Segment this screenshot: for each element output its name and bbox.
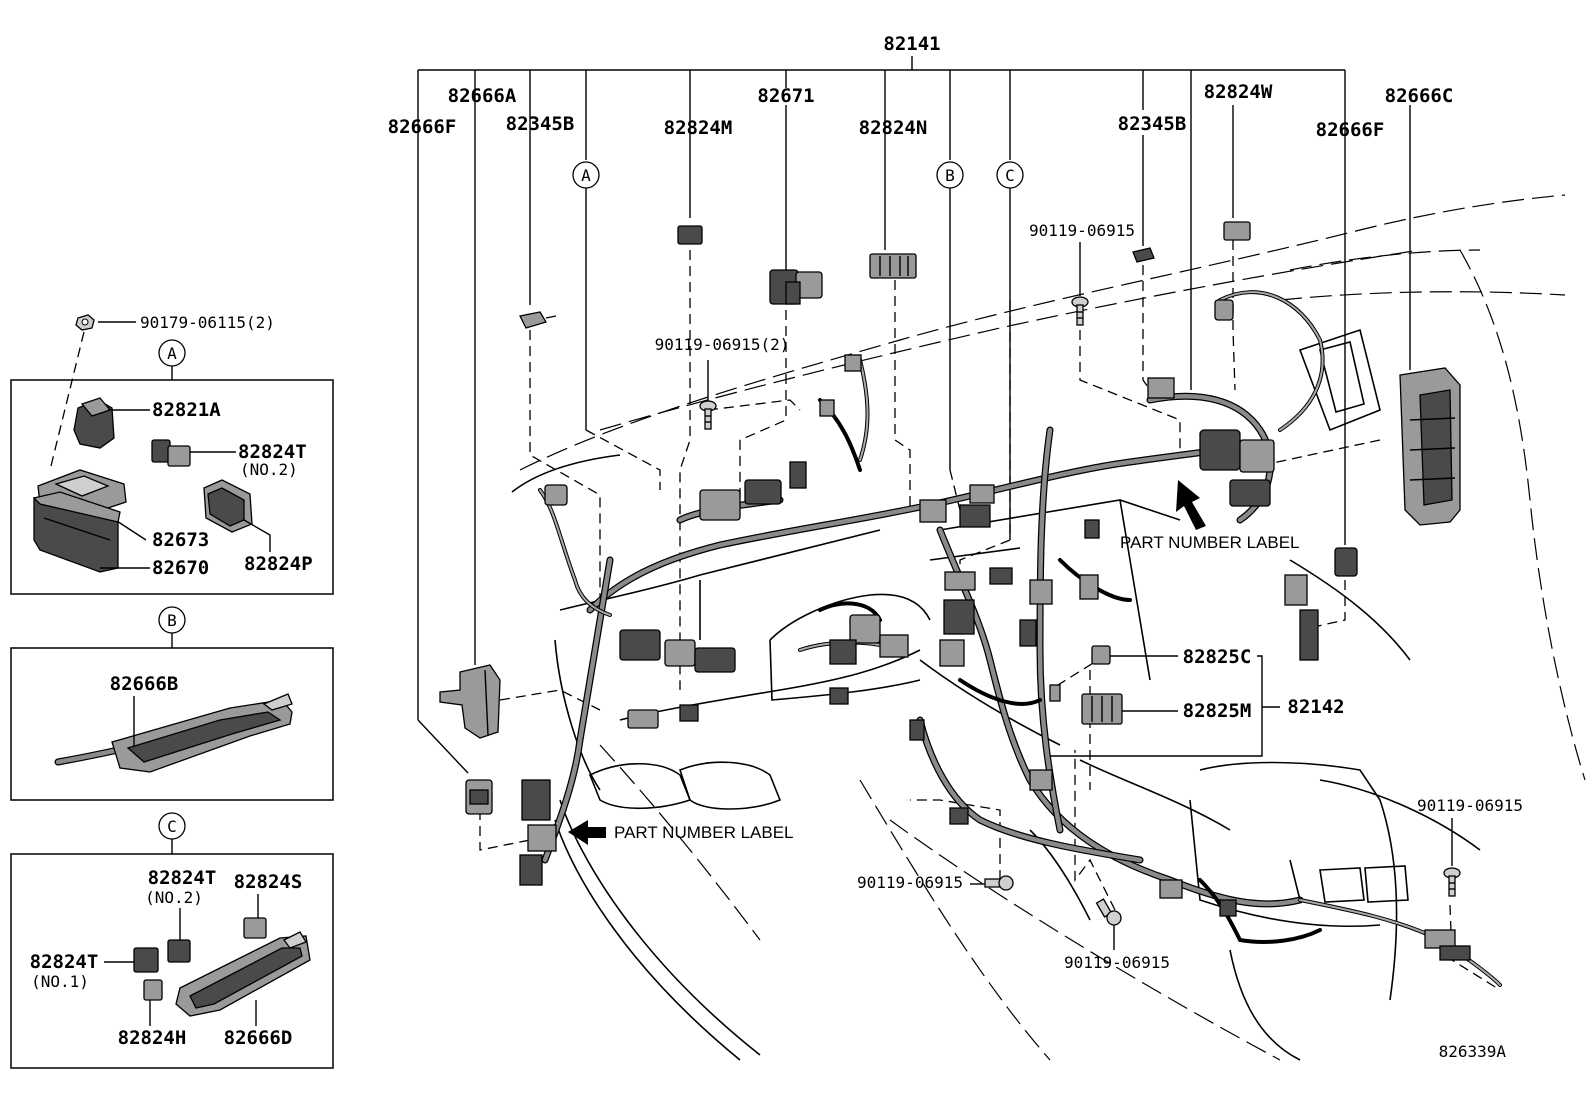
bolt-icon-bottom: [1095, 898, 1122, 950]
svg-text:B: B: [167, 611, 177, 630]
part-82825C: [1091, 645, 1111, 665]
bolt-icon-top: [1071, 296, 1089, 326]
label-82824T-no1: 82824T: [30, 951, 99, 973]
bolt-icon-bottom-mid: [970, 875, 1014, 891]
label-bolt-bottom: 90119-06915: [1064, 953, 1170, 972]
dashed-leaders: [479, 240, 1501, 991]
label-82345B-right: 82345B: [1118, 113, 1187, 135]
part-82670: [32, 491, 121, 573]
marker-a-main: A: [572, 161, 600, 189]
part-number-label-upper: PART NUMBER LABEL: [1120, 533, 1300, 552]
label-82666B: 82666B: [110, 673, 179, 695]
diagram-id: 826339A: [1439, 1042, 1507, 1061]
label-82666F-right: 82666F: [1316, 119, 1385, 141]
svg-text:C: C: [1005, 166, 1015, 185]
label-82824T-inset-a: 82824T: [238, 441, 307, 463]
label-82670: 82670: [152, 557, 209, 579]
bolt-icon-right: [1443, 818, 1461, 897]
svg-text:A: A: [581, 166, 591, 185]
part-82824H: [143, 979, 163, 1001]
label-82824T-no2: 82824T: [148, 867, 217, 889]
label-82671: 82671: [757, 85, 814, 107]
part-82821A: [73, 397, 115, 449]
arrow-icon-upper: [1176, 480, 1206, 530]
label-82666F-left: 82666F: [388, 116, 457, 138]
label-bolt-mid: 90119-06915(2): [655, 335, 790, 354]
label-bolt-top: 90119-06915: [1029, 221, 1135, 240]
part-82824S: [243, 917, 267, 939]
label-82142: 82142: [1287, 696, 1344, 718]
label-bolt-bottom-mid: 90119-06915: [857, 873, 963, 892]
part-82824T-no2: [167, 939, 191, 963]
inset-b-box: [10, 647, 334, 801]
part-82824W: [1223, 221, 1251, 241]
part-82666D: [175, 931, 311, 1017]
part-82666B: [54, 693, 293, 773]
part-82824T-inset-a: [151, 439, 191, 467]
part-82345B-left: [519, 311, 557, 329]
part-82824T-no1: [133, 947, 159, 973]
part-82666F-right: [1334, 547, 1358, 577]
bracket-82142: [1045, 655, 1280, 757]
marker-c-main: C: [996, 161, 1024, 189]
svg-text:A: A: [167, 344, 177, 363]
label-82824P: 82824P: [244, 553, 313, 575]
label-82824T-inset-a-note: (NO.2): [240, 460, 298, 479]
label-82666A: 82666A: [448, 85, 517, 107]
nut-icon: [75, 314, 95, 331]
svg-text:B: B: [945, 166, 955, 185]
label-82824T-no1-note: (NO.1): [31, 972, 89, 991]
part-82824M: [677, 225, 703, 245]
part-82671: [769, 269, 823, 305]
label-82345B-left: 82345B: [506, 113, 575, 135]
arrow-icon-lower: [568, 820, 606, 845]
bolt-icon-mid: [699, 400, 717, 430]
label-82824M: 82824M: [664, 117, 733, 139]
label-82825C: 82825C: [1183, 646, 1252, 668]
label-82824N: 82824N: [859, 117, 928, 139]
inset-a-box: [10, 379, 334, 595]
part-82825M: [1081, 693, 1123, 725]
marker-b-inset: B: [158, 606, 186, 634]
label-82824W: 82824W: [1204, 81, 1273, 103]
label-82673: 82673: [152, 529, 209, 551]
marker-a-inset: A: [158, 339, 186, 367]
harness-connectors: [519, 299, 1471, 961]
label-bolt-right: 90119-06915: [1417, 796, 1523, 815]
label-82824S: 82824S: [234, 871, 303, 893]
label-82666C: 82666C: [1385, 85, 1454, 107]
marker-b-main: B: [936, 161, 964, 189]
svg-text:C: C: [167, 817, 177, 836]
part-82666F-left: [465, 779, 493, 815]
label-82666D: 82666D: [224, 1027, 293, 1049]
label-nut: 90179-06115(2): [140, 313, 275, 332]
inset-c-box: [10, 853, 334, 1069]
part-number-label-lower: PART NUMBER LABEL: [614, 823, 794, 842]
label-82824H: 82824H: [118, 1027, 187, 1049]
part-82666A: [439, 664, 501, 739]
label-82825M: 82825M: [1183, 700, 1252, 722]
dashboard-body-outline: [511, 194, 1586, 1061]
label-82141: 82141: [883, 33, 940, 55]
part-82141-leader: [417, 56, 1411, 774]
part-82824N: [869, 253, 917, 279]
label-82821A: 82821A: [152, 399, 221, 421]
label-82824T-no2-note: (NO.2): [145, 888, 203, 907]
part-82345B-right: [1132, 247, 1155, 263]
part-82666C: [1399, 367, 1461, 526]
marker-c-inset: C: [158, 812, 186, 840]
part-82824P: [203, 479, 253, 533]
